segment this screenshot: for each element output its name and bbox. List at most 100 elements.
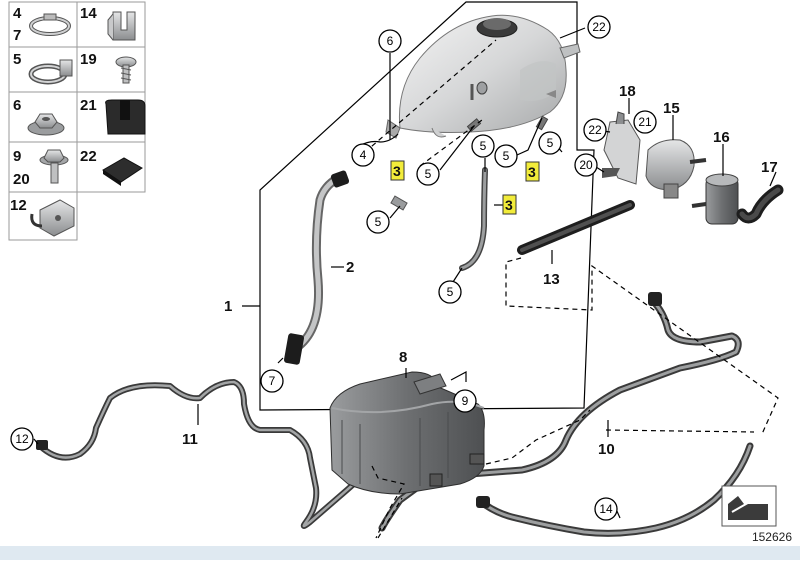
- leader-20: [595, 166, 605, 173]
- expansion-tank: [385, 14, 581, 139]
- callout-5-b: 5: [416, 162, 440, 186]
- leader-7: [277, 357, 284, 364]
- svg-text:22: 22: [592, 20, 606, 34]
- label-1: 1: [224, 298, 232, 315]
- label-15: 15: [663, 100, 680, 117]
- callout-22-valve: 22: [583, 118, 607, 142]
- leader-5a: [389, 205, 401, 219]
- self-tapping-screw-icon: [115, 56, 137, 84]
- leader-17: [769, 171, 777, 187]
- hose-13: [517, 200, 635, 255]
- legend-label-4: 4: [13, 5, 22, 22]
- svg-text:5: 5: [547, 136, 554, 150]
- legend-cell-clamp: [8, 1, 78, 48]
- legend-label-21: 21: [80, 97, 97, 114]
- callout-4: 4: [351, 143, 375, 167]
- svg-text:20: 20: [579, 158, 593, 172]
- callout-6: 6: [378, 29, 402, 53]
- svg-text:5: 5: [480, 139, 487, 153]
- hex-nut-icon: [27, 113, 65, 136]
- cable-holder-icon: [30, 199, 75, 237]
- svg-text:7: 7: [269, 374, 276, 388]
- callout-5-f: 5: [438, 280, 462, 304]
- label-10: 10: [598, 441, 615, 458]
- carbon-canister-8: [329, 371, 485, 495]
- footer-bar: [0, 546, 800, 560]
- svg-text:21: 21: [638, 115, 652, 129]
- callout-5-d: 5: [494, 144, 518, 168]
- svg-text:3: 3: [528, 164, 536, 180]
- bold-labels: 1 2 8 10 11 13 15 16 17 18: [182, 83, 778, 458]
- legend-label-9: 9: [13, 148, 21, 165]
- leader-9: [450, 371, 467, 382]
- hex-bolt-icon: [39, 149, 69, 184]
- callout-20: 20: [574, 153, 598, 177]
- callout-5-e: 5: [538, 131, 562, 155]
- leader-5b: [439, 125, 475, 171]
- circle-callouts: 6 22 4 5 5 5 5 5 5 7 9 12 14 20 21 22: [10, 15, 657, 521]
- valve-bracket-18: [602, 111, 641, 185]
- svg-text:5: 5: [503, 149, 510, 163]
- label-11: 11: [182, 431, 198, 448]
- hose-17: [736, 184, 784, 224]
- rubber-grommet-icon: [105, 99, 146, 135]
- callout-5-a: 5: [366, 210, 390, 234]
- diagram-number: 152626: [751, 530, 792, 544]
- hose-clamp-icon: [29, 13, 71, 36]
- svg-text:14: 14: [599, 502, 613, 516]
- svg-text:5: 5: [375, 215, 382, 229]
- orientation-arrow-icon: [721, 485, 777, 527]
- leader-22b: [559, 27, 586, 39]
- callout-9: 9: [453, 389, 477, 413]
- legend-label-7: 7: [13, 27, 21, 44]
- spring-clip-icon: [107, 11, 136, 41]
- legend-cell-screw: [76, 46, 146, 93]
- svg-text:22: 22: [588, 123, 602, 137]
- clamp-with-tab-icon: [28, 59, 73, 85]
- legend-label-12: 12: [10, 197, 27, 214]
- callout-12: 12: [10, 427, 34, 451]
- leader-12: [33, 438, 39, 445]
- svg-text:12: 12: [15, 432, 29, 446]
- svg-text:6: 6: [387, 34, 394, 48]
- label-13: 13: [543, 271, 560, 288]
- foam-pad-icon: [102, 157, 143, 186]
- legend-label-19: 19: [80, 51, 97, 68]
- legend-label-6: 6: [13, 97, 21, 114]
- callout-21: 21: [633, 110, 657, 134]
- hose-2: [283, 170, 350, 365]
- svg-text:5: 5: [425, 167, 432, 181]
- leader-5f: [452, 267, 463, 283]
- legend-label-22: 22: [80, 148, 97, 165]
- svg-text:5: 5: [447, 285, 454, 299]
- legend-label-14: 14: [80, 5, 97, 22]
- callout-7: 7: [260, 369, 284, 393]
- valve-15: [645, 139, 707, 199]
- label-16: 16: [713, 129, 730, 146]
- label-8: 8: [399, 349, 407, 366]
- dashed-connectors: [364, 39, 779, 539]
- parts-legend: 4 7 14 5 19 6 21: [8, 1, 146, 241]
- highlight-3b: 3: [525, 161, 540, 182]
- svg-text:3: 3: [505, 197, 513, 213]
- filter-16: [691, 173, 739, 225]
- hose-3: [459, 167, 488, 271]
- leader-5d: [516, 117, 543, 156]
- label-2: 2: [346, 259, 354, 276]
- svg-text:3: 3: [393, 163, 401, 179]
- svg-text:4: 4: [360, 148, 367, 162]
- line-11: [36, 379, 364, 529]
- line-14: [476, 442, 754, 537]
- legend-label-5: 5: [13, 51, 21, 68]
- leader-4: [358, 133, 399, 147]
- label-17: 17: [761, 159, 778, 176]
- assembly-frame: [259, 1, 595, 411]
- callout-14: 14: [594, 497, 618, 521]
- callout-5-c: 5: [471, 134, 495, 158]
- highlight-3c: 3: [502, 194, 517, 215]
- callout-22-tank: 22: [587, 15, 611, 39]
- svg-text:9: 9: [462, 394, 469, 408]
- highlight-3a: 3: [390, 160, 405, 181]
